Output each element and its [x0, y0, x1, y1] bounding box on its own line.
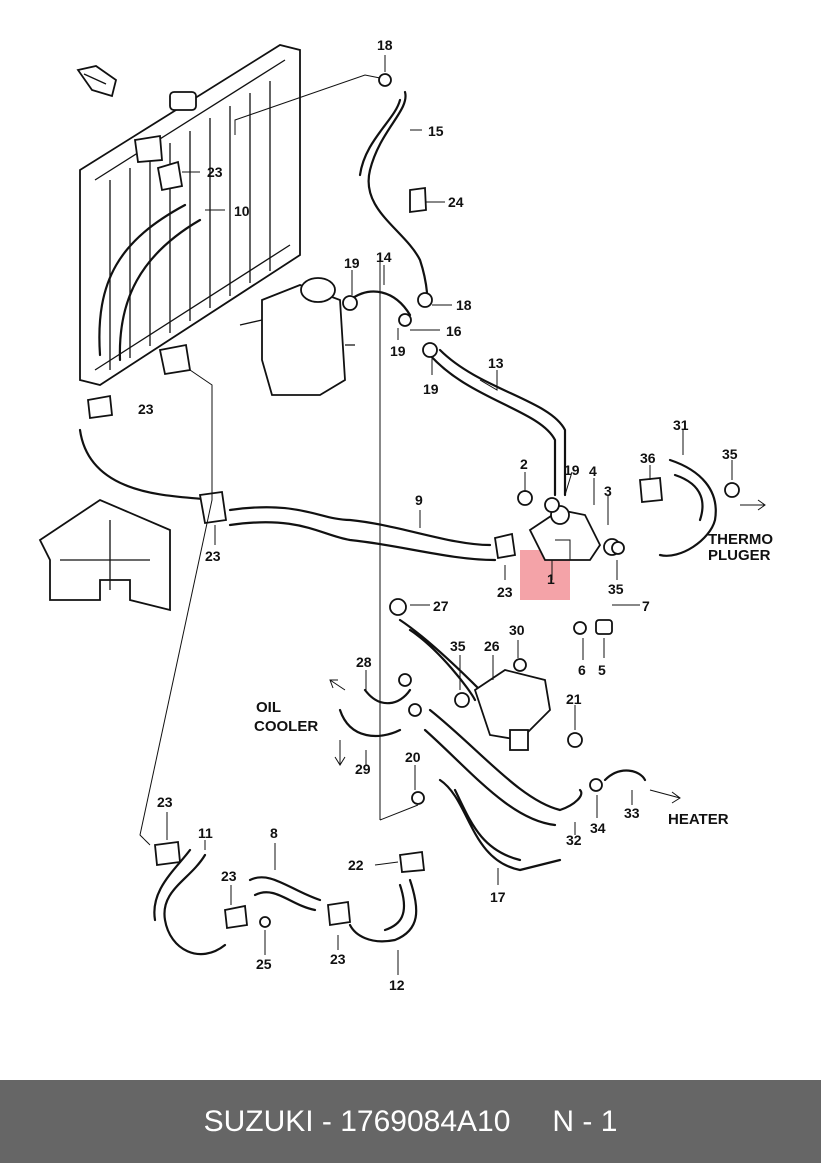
hose-11 [153, 848, 227, 956]
footer-bar: SUZUKI - 1769084A10 N - 1 [0, 1080, 821, 1163]
label-13: 13 [488, 355, 504, 371]
label-4: 4 [589, 463, 597, 479]
radiator [79, 44, 301, 386]
label-23b: 23 [138, 401, 154, 417]
hose-9 [78, 428, 497, 562]
label-20: 20 [405, 749, 421, 765]
callout-oil-line2: COOLER [254, 718, 318, 735]
label-31: 31 [673, 417, 689, 433]
label-22: 22 [348, 857, 364, 873]
label-12: 12 [389, 977, 405, 993]
label-28: 28 [356, 654, 372, 670]
label-26: 26 [484, 638, 500, 654]
label-23f: 23 [221, 868, 237, 884]
water-pipe [473, 669, 551, 751]
hose-12 [348, 878, 418, 943]
label-2: 2 [520, 456, 528, 472]
label-14: 14 [376, 249, 392, 265]
callout-thermo-line2: PLUGER [708, 547, 771, 564]
hose-31 [658, 458, 717, 557]
label-16: 16 [446, 323, 462, 339]
label-1: 1 [547, 571, 555, 587]
label-23a: 23 [207, 164, 223, 180]
parts-diagram: 18 15 23 10 24 19 14 18 16 19 19 13 23 2… [38, 37, 773, 993]
front-arrow-icon [76, 65, 118, 98]
label-35b: 35 [608, 581, 624, 597]
thermostat-housing [528, 505, 621, 561]
callout-heater: HEATER [668, 811, 729, 828]
footer-part-number: SUZUKI - 1769084A10 [203, 1104, 511, 1138]
label-18b: 18 [456, 297, 472, 313]
label-36: 36 [640, 450, 656, 466]
label-27: 27 [433, 598, 449, 614]
hose-28 [363, 688, 412, 705]
label-23g: 23 [330, 951, 346, 967]
hose-33 [603, 769, 647, 782]
hose-14 [348, 290, 412, 317]
label-19a: 19 [344, 255, 360, 271]
label-9: 9 [415, 492, 423, 508]
label-5: 5 [598, 662, 606, 678]
label-32: 32 [566, 832, 582, 848]
label-8: 8 [270, 825, 278, 841]
flow-arrows [329, 499, 766, 804]
leader-lines [139, 55, 733, 975]
pipe-8 [248, 876, 322, 912]
label-29: 29 [355, 761, 371, 777]
hose-10 [98, 203, 202, 362]
clamps [87, 73, 740, 930]
label-18a: 18 [377, 37, 393, 53]
label-19b: 19 [390, 343, 406, 359]
label-15: 15 [428, 123, 444, 139]
label-11: 11 [198, 825, 213, 841]
label-6: 6 [578, 662, 586, 678]
label-33: 33 [624, 805, 640, 821]
hose-15 [358, 90, 432, 302]
label-3: 3 [604, 483, 612, 499]
hose-32 [423, 708, 583, 827]
hose-29 [338, 708, 402, 738]
label-7: 7 [642, 598, 650, 614]
hose-17 [438, 778, 562, 872]
bracket [38, 498, 171, 612]
hose-13 [428, 348, 567, 497]
callout-thermo-line1: THERMO [708, 531, 773, 548]
label-21: 21 [566, 691, 582, 707]
callouts: THERMO PLUGER OIL COOLER HEATER [254, 531, 773, 828]
label-34: 34 [590, 820, 606, 836]
label-23d: 23 [497, 584, 513, 600]
footer-page: N - 1 [552, 1104, 618, 1138]
label-25: 25 [256, 956, 272, 972]
label-30: 30 [509, 622, 525, 638]
hose-27 [398, 618, 482, 702]
label-35a: 35 [722, 446, 738, 462]
label-19c: 19 [423, 381, 439, 397]
callout-oil-line1: OIL [256, 699, 281, 716]
label-23e: 23 [157, 794, 173, 810]
part-labels: 18 15 23 10 24 19 14 18 16 19 19 13 23 2… [138, 37, 738, 993]
label-23c: 23 [205, 548, 221, 564]
label-17: 17 [490, 889, 506, 905]
label-10: 10 [234, 203, 250, 219]
label-19d: 19 [564, 462, 580, 478]
label-35c: 35 [450, 638, 466, 654]
reservoir-tank [239, 277, 355, 396]
label-24: 24 [448, 194, 464, 210]
